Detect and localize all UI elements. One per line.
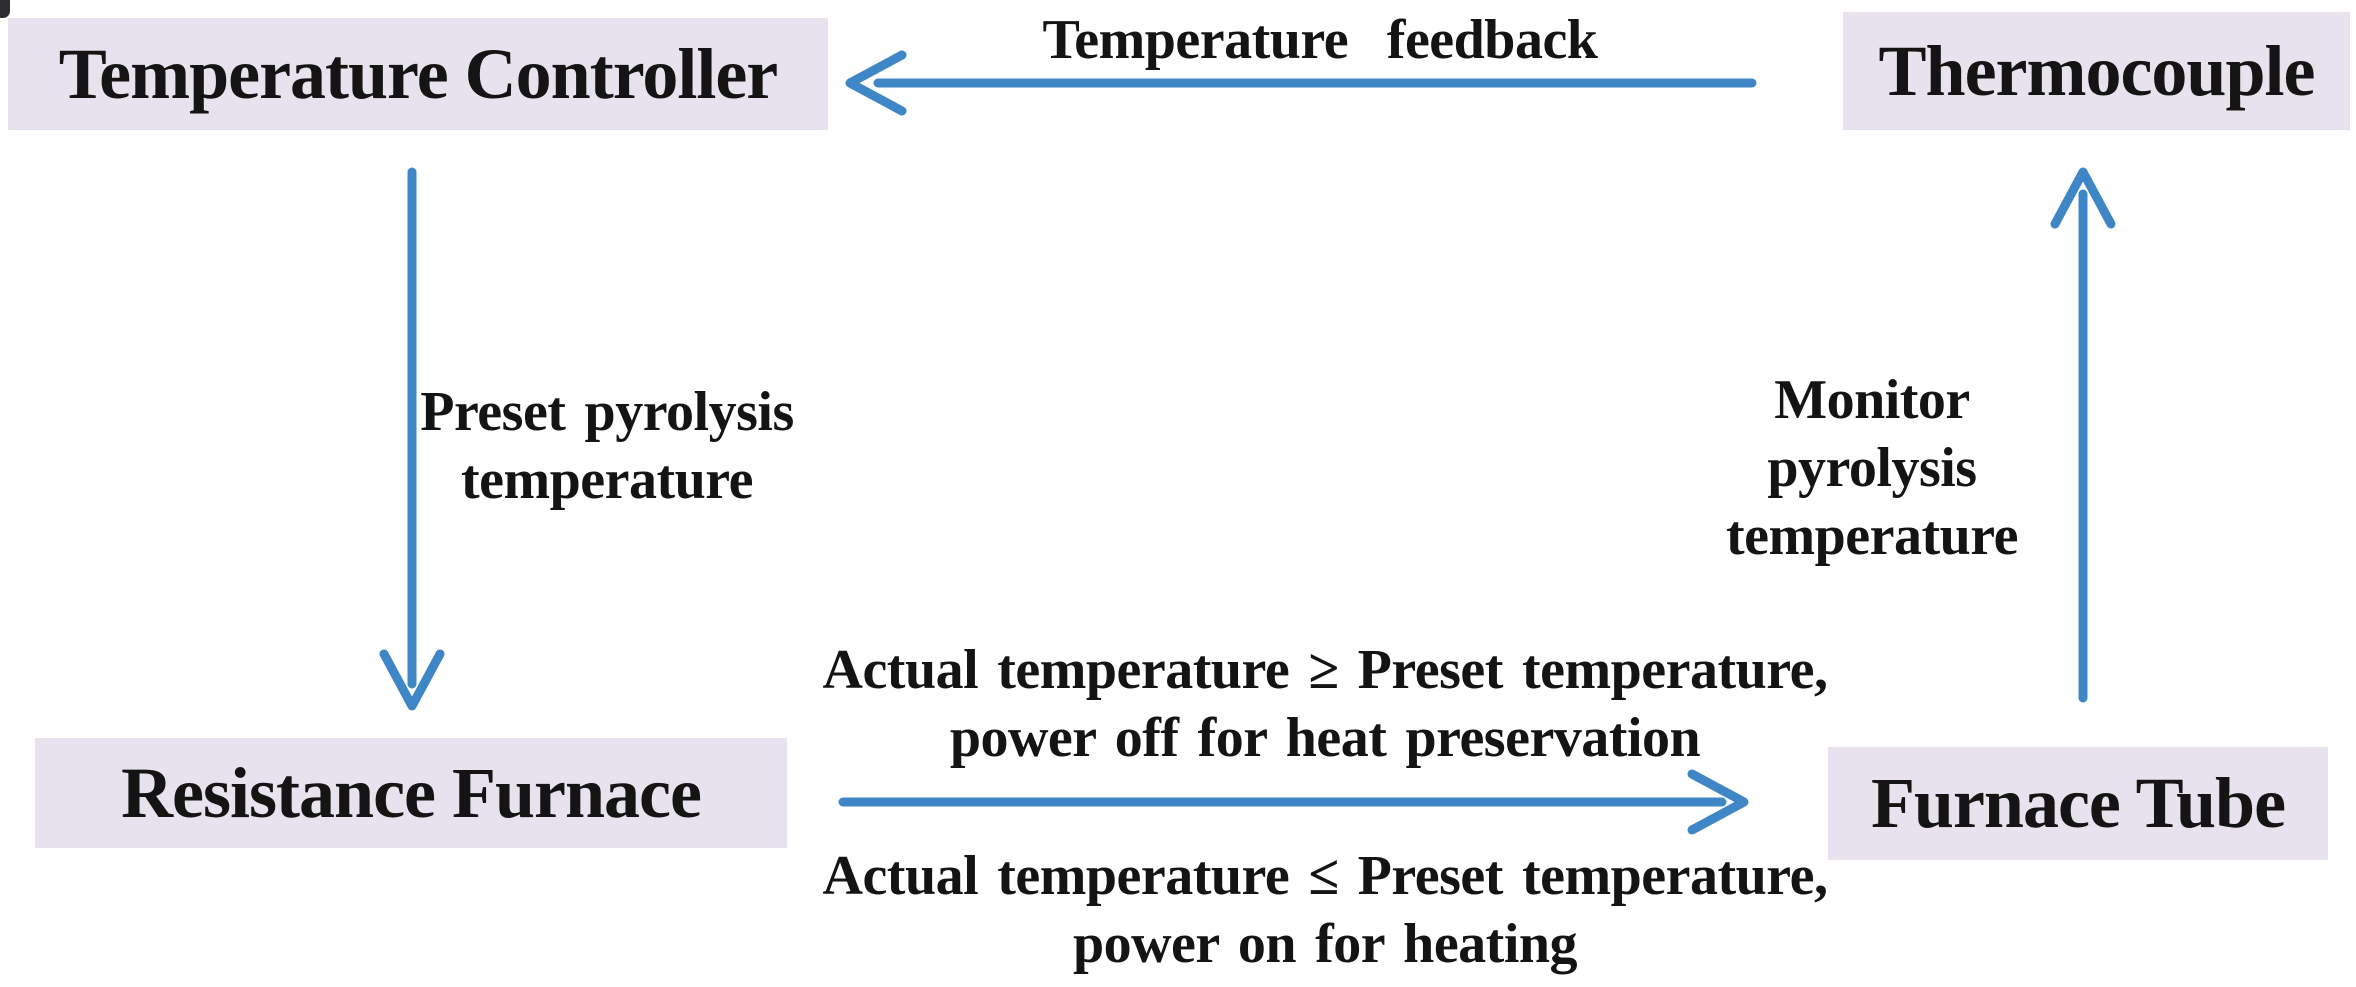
node-thermocouple: Thermocouple [1843, 12, 2350, 130]
preset-label-line-2: temperature [461, 449, 754, 511]
power-off-condition-label: Actual temperature ≥ Preset temperature,… [795, 636, 1855, 772]
node-temperature-controller: Temperature Controller [8, 18, 828, 130]
left-arrowhead-icon [845, 50, 907, 116]
temperature-feedback-label: Temperature feedback [970, 6, 1670, 74]
corner-scan-artifact [0, 0, 10, 18]
monitor-pyrolysis-temperature-label: Monitor pyrolysis temperature [1672, 366, 2072, 570]
temperature-feedback-arrow [845, 50, 1757, 116]
monitor-label-line-2: pyrolysis [1767, 437, 1977, 499]
node-temperature-controller-label: Temperature Controller [58, 33, 779, 114]
power-on-label-line-1: Actual temperature ≤ Preset temperature, [822, 845, 1829, 907]
node-resistance-furnace: Resistance Furnace [35, 738, 787, 848]
power-off-label-line-1: Actual temperature ≥ Preset temperature, [822, 639, 1829, 701]
temperature-feedback-label-line: Temperature feedback [1042, 9, 1598, 71]
preset-pyrolysis-temperature-label: Preset pyrolysis temperature [357, 378, 857, 514]
node-thermocouple-label: Thermocouple [1878, 30, 2316, 111]
node-furnace-tube: Furnace Tube [1828, 747, 2328, 860]
power-on-condition-label: Actual temperature ≤ Preset temperature,… [795, 842, 1855, 978]
preset-label-line-1: Preset pyrolysis [420, 381, 794, 443]
monitor-temperature-arrow [2050, 167, 2116, 703]
power-on-label-line-2: power on for heating [1072, 913, 1578, 975]
node-resistance-furnace-label: Resistance Furnace [121, 752, 702, 833]
monitor-label-line-3: temperature [1726, 505, 2019, 567]
monitor-label-line-1: Monitor [1774, 369, 1970, 431]
power-control-arrow [838, 769, 1749, 835]
down-arrowhead-icon [379, 649, 445, 711]
node-furnace-tube-label: Furnace Tube [1870, 763, 2286, 843]
up-arrowhead-icon [2050, 167, 2116, 229]
power-off-label-line-2: power off for heat preservation [949, 707, 1701, 769]
right-arrowhead-icon [1687, 769, 1749, 835]
preset-temperature-arrow [379, 167, 445, 711]
